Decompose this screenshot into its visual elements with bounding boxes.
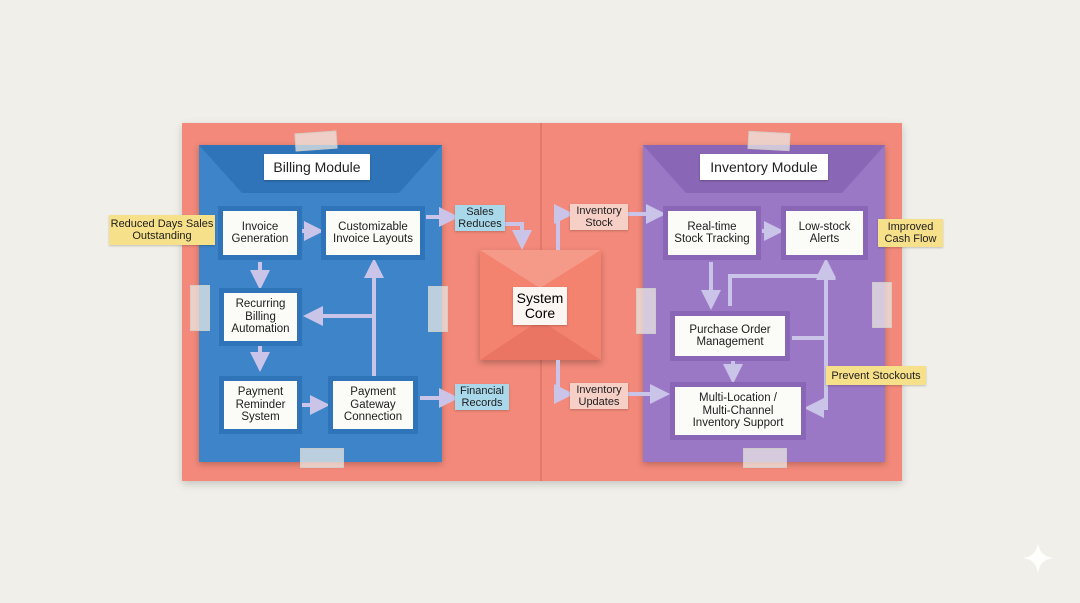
sales-reduces-label: Sales Reduces [455, 205, 505, 231]
system-core-flap [480, 250, 601, 360]
tape-strip [190, 285, 210, 331]
payment-reminder-node: Payment Reminder System [219, 376, 302, 434]
realtime-stock-tracking-node: Real-time Stock Tracking [663, 206, 761, 260]
payment-gateway-node: Payment Gateway Connection [328, 376, 418, 434]
multi-location-node: Multi-Location / Multi-Channel Inventory… [670, 382, 806, 440]
arrow-alerts-to-multilocation [804, 282, 828, 418]
arrow-purchase-to-alerts [728, 260, 836, 306]
low-stock-alerts-node: Low-stock Alerts [781, 206, 868, 260]
improved-cash-flow-note: Improved Cash Flow [878, 219, 943, 247]
tape-strip [428, 286, 448, 332]
tape-strip [743, 448, 787, 468]
financial-records-label: Financial Records [455, 384, 509, 410]
recurring-billing-node: Recurring Billing Automation [219, 288, 302, 346]
inventory-updates-label: Inventory Updates [570, 383, 628, 409]
inventory-stock-label: Inventory Stock [570, 204, 628, 230]
inventory-module-title: Inventory Module [700, 154, 828, 180]
purchase-order-node: Purchase Order Management [670, 311, 790, 361]
prevent-stockouts-note: Prevent Stockouts [826, 366, 926, 385]
tape-strip [636, 288, 656, 334]
tape-strip [300, 448, 344, 468]
invoice-generation-node: Invoice Generation [218, 206, 302, 260]
arrow-sales-to-core [505, 222, 532, 250]
billing-module-title: Billing Module [264, 154, 370, 180]
sparkle-icon [1022, 542, 1054, 574]
tape-strip [872, 282, 892, 328]
reduced-dso-note: Reduced Days Sales Outstanding [109, 215, 215, 245]
customizable-invoice-layouts-node: Customizable Invoice Layouts [321, 206, 425, 260]
system-core-label: System Core [513, 287, 567, 325]
